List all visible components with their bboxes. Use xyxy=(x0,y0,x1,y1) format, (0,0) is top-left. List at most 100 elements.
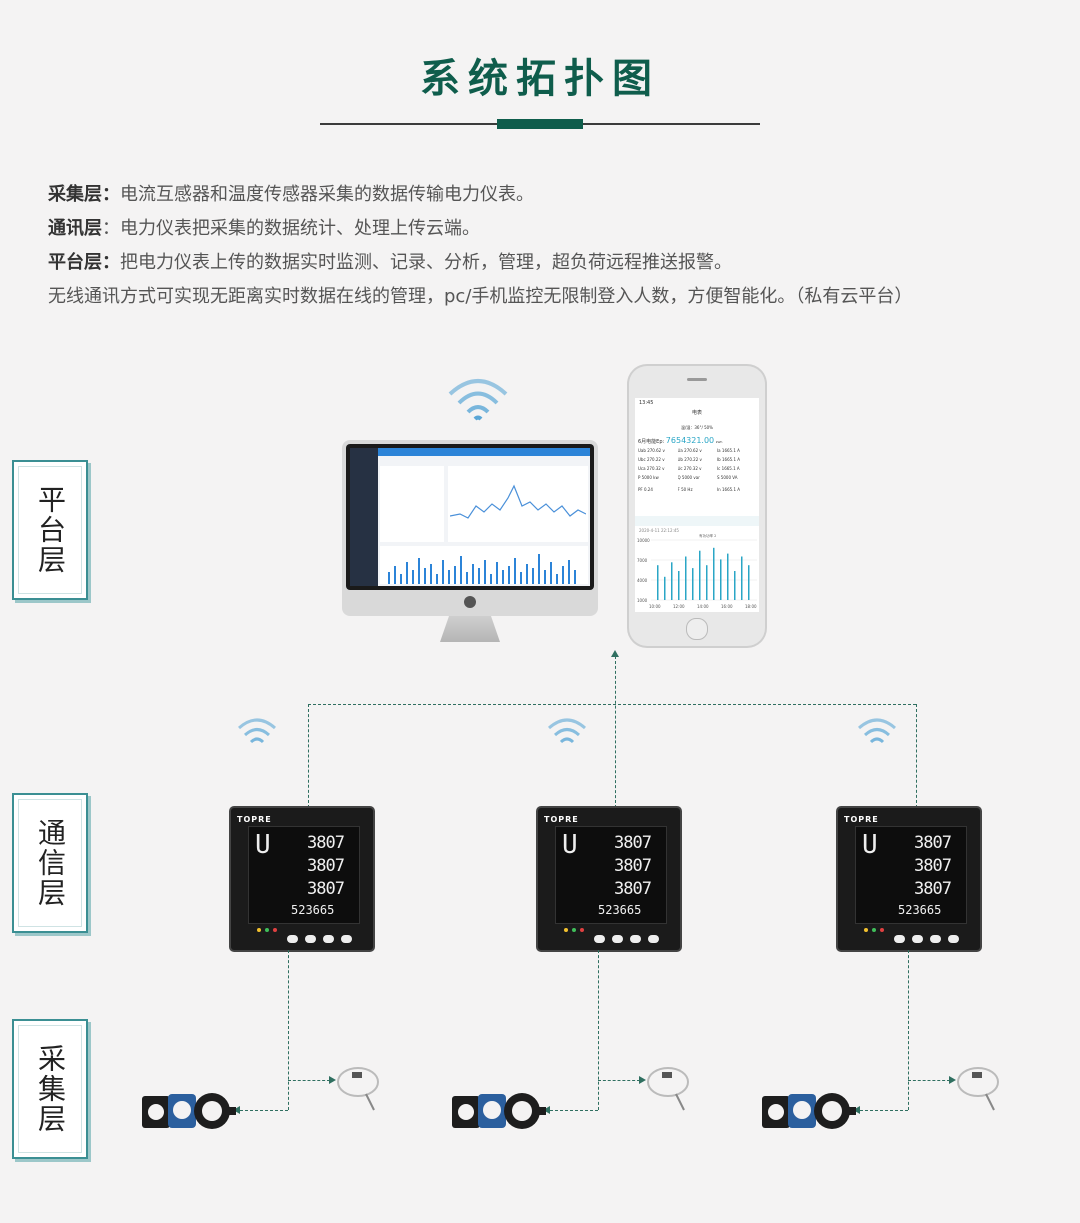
phone-grid-cell: Uc 270.32 v xyxy=(677,466,702,471)
phone-data-grid: Uab 270.62 v Ua 270.62 v Ia 1665.1 A Ubc 27… xyxy=(638,448,756,499)
power-meter: TOPRE U 3807 3807 3807 523665 xyxy=(838,808,980,950)
bar xyxy=(748,565,750,600)
phone-grid-cell: Ub 270.22 v xyxy=(677,457,702,462)
temperature-sensor-icon xyxy=(957,1067,999,1111)
phone-grid-cell: P 5000 kw xyxy=(638,475,659,480)
bar xyxy=(692,568,694,600)
phone-grid-cell: Q 5000 var xyxy=(677,475,700,480)
wifi-icon xyxy=(548,718,586,744)
chart-tooltip: 有功功率 2 xyxy=(699,534,716,538)
link-line xyxy=(240,1110,288,1111)
description: 采集层：电流互感器和温度传感器采集的数据传输电力仪表。 通讯层：电力仪表把采集的… xyxy=(48,178,1048,314)
wifi-icon xyxy=(238,718,276,744)
monitor-stand xyxy=(440,616,500,642)
apple-logo-icon xyxy=(464,596,476,608)
desktop-monitor xyxy=(342,440,598,616)
phone-grid-row: PF 0.24 F 50 Hz In 1665.1 A xyxy=(638,487,756,499)
phone-grid-cell: Ia 1665.1 A xyxy=(717,448,740,453)
y-tick-label: 10000 xyxy=(637,538,650,543)
dashboard-topbar xyxy=(378,448,590,456)
temperature-sensor-icon xyxy=(337,1067,379,1111)
bar xyxy=(664,576,666,600)
phone-grid-cell: Uca 270.32 v xyxy=(638,466,665,471)
current-transformer-icon xyxy=(142,1093,236,1129)
phone-grid-cell: Ubc 270.22 v xyxy=(638,457,665,462)
title-accent-bar xyxy=(497,119,583,129)
bar xyxy=(713,547,715,600)
desc-collect: 采集层：电流互感器和温度传感器采集的数据传输电力仪表。 xyxy=(48,184,534,205)
bar xyxy=(657,565,659,600)
layer-platform: 平台层 xyxy=(12,460,88,600)
link-line xyxy=(288,1080,330,1081)
phone-grid-cell: Ib 1665.1 A xyxy=(717,457,740,462)
phone-grid-cell: Ic 1665.1 A xyxy=(717,466,740,471)
phone-grid-row: Uca 270.32 v Uc 270.32 v Ic 1665.1 A xyxy=(638,466,756,475)
home-button[interactable] xyxy=(686,618,708,640)
phone-date: 2020-4-11 22:12:45 xyxy=(639,528,679,533)
meter2-downlink xyxy=(598,950,599,1110)
bar xyxy=(671,562,673,600)
phone-grid-cell: Ua 270.62 v xyxy=(677,448,702,453)
link-line xyxy=(598,1080,640,1081)
dashboard-bar-chart xyxy=(388,554,576,584)
x-tick-label: 14:00 xyxy=(697,604,709,609)
uplink-arrow-icon xyxy=(611,650,619,657)
phone-grid-cell: Uab 270.62 v xyxy=(638,448,665,453)
dashboard-content xyxy=(378,456,590,586)
link-line xyxy=(550,1110,598,1111)
bar xyxy=(685,556,687,600)
arrow-right-icon xyxy=(639,1076,646,1084)
phone-grid-cell: F 50 Hz xyxy=(677,487,693,492)
page-title: 系统拓扑图 xyxy=(420,56,660,102)
phone-grid-cell: PF 0.24 xyxy=(638,487,653,492)
layer-communication-label: 通信层 xyxy=(34,818,67,908)
phone-screen: 13:45 电表 温/湿：36°/ 50% 6月电能Ep: 7654321.00… xyxy=(635,398,759,612)
layer-platform-label: 平台层 xyxy=(34,485,67,575)
y-tick-label: 1000 xyxy=(637,598,648,603)
y-tick-label: 7000 xyxy=(637,558,648,563)
x-tick-label: 10:00 xyxy=(649,604,661,609)
desc-platform: 平台层：把电力仪表上传的数据实时监测、记录、分析，管理，超负荷远程推送报警。 xyxy=(48,252,732,273)
dashboard-line-chart xyxy=(450,484,586,519)
arrow-left-icon xyxy=(543,1106,550,1114)
phone-time: 13:45 xyxy=(639,400,654,406)
bar xyxy=(727,553,729,600)
layer-collection: 采集层 xyxy=(12,1019,88,1159)
bar xyxy=(699,550,701,600)
link-line xyxy=(908,1080,950,1081)
phone-grid-cell: In 1665.1 A xyxy=(717,487,740,492)
network-bus-line xyxy=(308,704,916,705)
meter1-downlink xyxy=(288,950,289,1110)
wifi-icon xyxy=(858,718,896,744)
x-tick-label: 16:00 xyxy=(721,604,733,609)
wifi-icon xyxy=(448,379,508,421)
bar xyxy=(678,571,680,600)
meter2-uplink xyxy=(615,656,616,808)
bar xyxy=(720,559,722,600)
desc-comm: 通讯层：电力仪表把采集的数据统计、处理上传云端。 xyxy=(48,218,480,239)
layer-collection-label: 采集层 xyxy=(34,1044,67,1134)
temperature-sensor-icon xyxy=(647,1067,689,1111)
desc-note: 无线通讯方式可实现无距离实时数据在线的管理，pc/手机监控无限制登入人数，方便智… xyxy=(48,286,913,307)
phone-grid-row: Ubc 270.22 v Ub 270.22 v Ib 1665.1 A xyxy=(638,457,756,466)
power-meter: TOPRE U 3807 3807 3807 523665 xyxy=(231,808,373,950)
current-transformer-icon xyxy=(762,1093,856,1129)
x-tick-label: 18:00 xyxy=(745,604,757,609)
bar xyxy=(706,565,708,600)
link-line xyxy=(860,1110,908,1111)
bar xyxy=(734,571,736,600)
dashboard-sidebar xyxy=(350,448,378,586)
meter3-downlink xyxy=(908,950,909,1110)
phone-title: 电表 xyxy=(691,410,702,416)
phone-grid-row: Uab 270.62 v Ua 270.62 v Ia 1665.1 A xyxy=(638,448,756,457)
x-tick-label: 12:00 xyxy=(673,604,685,609)
meter1-uplink xyxy=(308,704,309,808)
arrow-left-icon xyxy=(233,1106,240,1114)
current-transformer-icon xyxy=(452,1093,546,1129)
smartphone: 13:45 电表 温/湿：36°/ 50% 6月电能Ep: 7654321.00… xyxy=(629,366,765,646)
layer-communication: 通信层 xyxy=(12,793,88,933)
power-meter: TOPRE U 3807 3807 3807 523665 xyxy=(538,808,680,950)
arrow-right-icon xyxy=(329,1076,336,1084)
